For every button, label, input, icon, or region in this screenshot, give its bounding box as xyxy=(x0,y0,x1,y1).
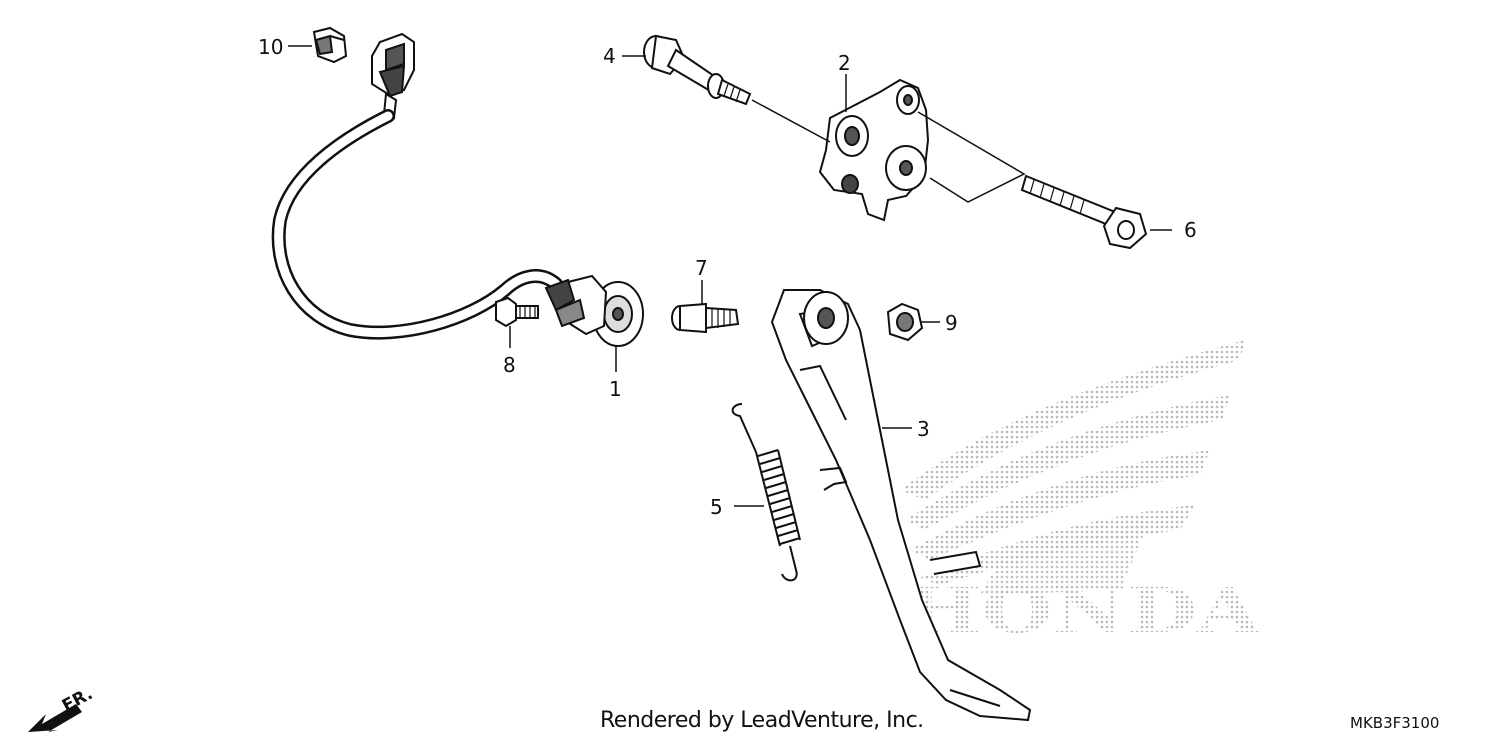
watermark-text: HONDA xyxy=(905,574,1261,647)
part-10-clip[interactable] xyxy=(312,26,348,64)
callout-7: 7 xyxy=(695,256,708,280)
callout-5: 5 xyxy=(710,495,723,519)
assembly-lines xyxy=(751,99,1026,203)
part-4-bolt[interactable] xyxy=(643,34,752,106)
callout-4: 4 xyxy=(603,44,616,68)
part-6-bolt[interactable] xyxy=(1020,174,1148,250)
callout-9: 9 xyxy=(945,311,958,335)
callout-leaders xyxy=(288,45,1172,507)
diagram-code: MKB3F3100 xyxy=(1350,714,1440,732)
callout-3: 3 xyxy=(917,417,930,441)
callout-8: 8 xyxy=(503,353,516,377)
callout-2: 2 xyxy=(838,51,851,75)
part-2-bracket[interactable] xyxy=(818,78,930,222)
arrow-icon xyxy=(28,704,82,732)
credit-text: Rendered by LeadVenture, Inc. xyxy=(600,708,924,733)
callout-10: 10 xyxy=(258,35,283,59)
part-3-side-stand[interactable] xyxy=(770,289,1032,722)
part-5-spring[interactable] xyxy=(731,403,801,582)
callout-numbers: 10 4 2 6 7 9 8 1 3 5 xyxy=(258,35,1197,519)
part-7-pivot-bolt[interactable] xyxy=(671,302,740,334)
part-9-nut[interactable] xyxy=(886,302,924,342)
callout-6: 6 xyxy=(1184,218,1197,242)
callout-1: 1 xyxy=(609,377,622,401)
front-direction-indicator: FR. xyxy=(28,684,96,732)
part-1-sidestand-switch[interactable] xyxy=(271,32,644,347)
honda-wing-watermark: HONDA xyxy=(900,340,1261,647)
part-8-bolt[interactable] xyxy=(495,296,539,328)
